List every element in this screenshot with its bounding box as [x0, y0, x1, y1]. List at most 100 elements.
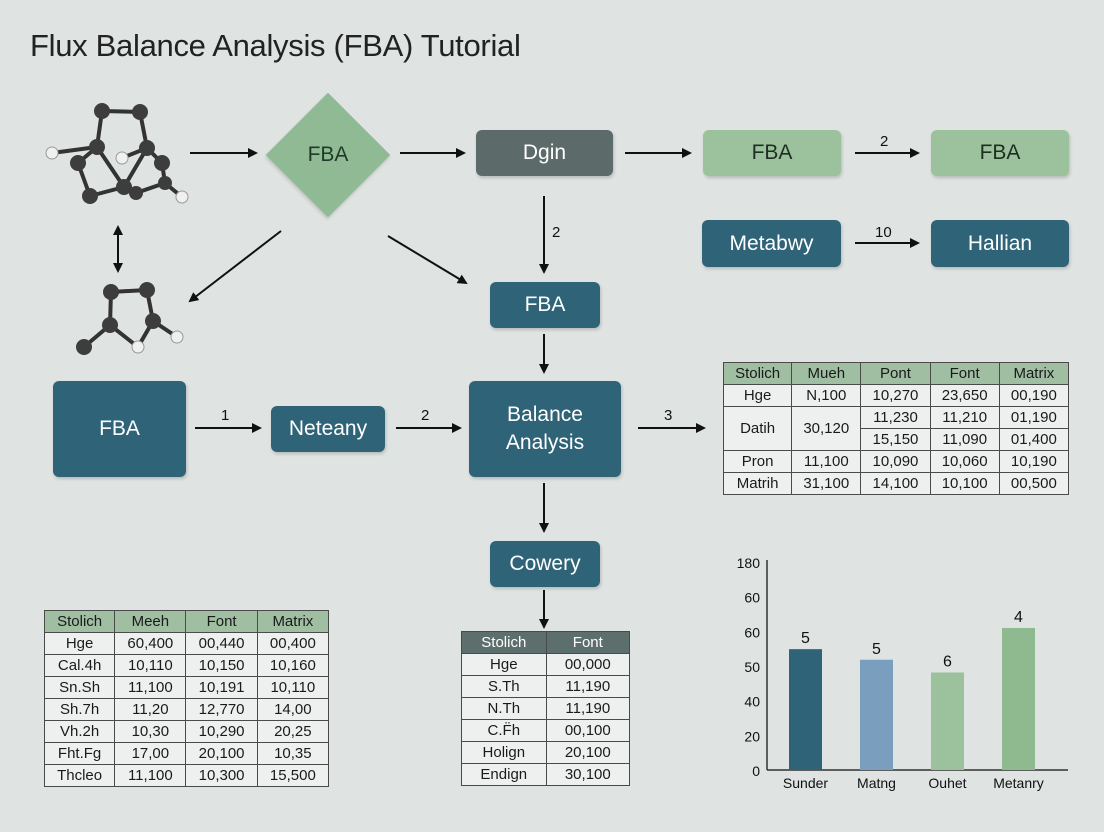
- table-header-row: Stolich Font: [461, 631, 631, 654]
- table-cell: 14,100: [860, 472, 931, 495]
- balance-label-line1: Balance: [507, 403, 583, 426]
- table-cell: 10,100: [929, 472, 1000, 495]
- molecule-atoms-1: [45, 103, 189, 204]
- table-row: Vh.2h 10,30 10,290 20,25: [43, 720, 330, 743]
- page-title: Flux Balance Analysis (FBA) Tutorial: [30, 28, 521, 63]
- table-cell: C.F̈h: [461, 719, 547, 742]
- table-cell: Sn.Sh: [43, 676, 116, 699]
- table-cell: 10,30: [114, 720, 187, 743]
- table-cell: N.Th: [461, 697, 547, 720]
- table-cell: 00,000: [545, 653, 631, 676]
- cowery-node[interactable]: Cowery: [490, 541, 600, 587]
- table-cell: 17,00: [114, 742, 187, 765]
- fba-left-node[interactable]: FBA: [53, 381, 186, 477]
- balance-analysis-node[interactable]: Balance Analysis: [469, 381, 621, 477]
- metabwy-node[interactable]: Metabwy: [702, 220, 841, 267]
- table-header-cell: Matrix: [256, 610, 330, 633]
- table-cell: Vh.2h: [43, 720, 116, 743]
- cowery-label: Cowery: [509, 552, 581, 575]
- table-cell: 11,20: [114, 698, 187, 721]
- table-cell: 14,00: [256, 698, 330, 721]
- table-cell: 11,190: [545, 697, 631, 720]
- fba-node-top-b[interactable]: FBA: [931, 130, 1069, 176]
- dgin-node[interactable]: Dgin: [476, 130, 613, 176]
- table-cell: 10,110: [114, 654, 187, 677]
- data-table-right: Stolich Mueh Pont Font Matrix Hge N,100 …: [722, 362, 1070, 495]
- molecule-atoms-2: [76, 282, 184, 355]
- table-cell: Hge: [43, 632, 116, 655]
- table-cell: 11,100: [114, 676, 187, 699]
- table-cell: Hge: [722, 384, 793, 407]
- table-cell: 10,150: [185, 654, 258, 677]
- hallian-node[interactable]: Hallian: [931, 220, 1069, 267]
- table-cell: Sh.7h: [43, 698, 116, 721]
- table-cell: N,100: [791, 384, 862, 407]
- table-header-row: Stolich Meeh Font Matrix: [43, 610, 330, 633]
- table-header-cell: Mueh: [791, 362, 862, 385]
- table-cell: Hge: [461, 653, 547, 676]
- table-header-cell: Stolich: [43, 610, 116, 633]
- data-table-middle: Stolich Font Hge 00,000 S.Th 11,190 N.Th…: [461, 631, 631, 786]
- table-cell: 01,400: [998, 428, 1070, 451]
- arrow-diamond-to-fba-center: [387, 235, 468, 285]
- dgin-label: Dgin: [522, 141, 567, 164]
- table-row: Hge 00,000: [461, 653, 631, 676]
- table-cell: S.Th: [461, 675, 547, 698]
- table-cell: 20,25: [256, 720, 330, 743]
- table-cell: 12,770: [185, 698, 258, 721]
- table-cell: 10,191: [185, 676, 258, 699]
- edge-label-dgin-fba: 2: [552, 224, 561, 241]
- table-row: Thcleo 11,100 10,300 15,500: [43, 764, 330, 787]
- table-cell: 10,190: [998, 450, 1070, 473]
- fba-node-top-a[interactable]: FBA: [703, 130, 841, 176]
- table-row: Matrih 31,100 14,100 10,100 00,500: [722, 472, 1070, 495]
- edge-label-metabwy-hallian: 10: [875, 224, 892, 241]
- table-cell: 10,110: [256, 676, 330, 699]
- table-row: C.F̈h 00,100: [461, 719, 631, 742]
- table-row: Sh.7h 11,20 12,770 14,00: [43, 698, 330, 721]
- table-cell: 11,190: [545, 675, 631, 698]
- table-cell: 11,090: [929, 428, 1000, 451]
- fba-diamond-node[interactable]: FBA: [265, 92, 391, 218]
- table-cell: 10,35: [256, 742, 330, 765]
- table-header-cell: Stolich: [461, 631, 547, 654]
- fba-diamond-label: FBA: [307, 143, 349, 166]
- table-header-cell: Pont: [860, 362, 931, 385]
- neteany-node[interactable]: Neteany: [271, 406, 385, 452]
- table-header-cell: Meeh: [114, 610, 187, 633]
- fba-center-label: FBA: [524, 293, 566, 316]
- neteany-label: Neteany: [288, 417, 368, 440]
- table-cell: 10,270: [860, 384, 931, 407]
- fba-label-top-b: FBA: [979, 141, 1021, 164]
- edge-label-balance-table: 3: [664, 407, 673, 424]
- table-cell: Fht.Fg: [43, 742, 116, 765]
- table-cell: 10,290: [185, 720, 258, 743]
- table-header-cell: Stolich: [722, 362, 793, 385]
- table-cell: 23,650: [929, 384, 1000, 407]
- table-cell: Thcleo: [43, 764, 116, 787]
- table-header-cell: Font: [185, 610, 258, 633]
- table-row: Hge N,100 10,270 23,650 00,190: [722, 384, 1070, 407]
- table-cell: 20,100: [545, 741, 631, 764]
- table-row: N.Th 11,190: [461, 697, 631, 720]
- table-cell: 00,500: [998, 472, 1070, 495]
- table-row: Holign 20,100: [461, 741, 631, 764]
- table-cell: 15,500: [256, 764, 330, 787]
- fba-label-top-a: FBA: [751, 141, 793, 164]
- table-cell: 01,190: [998, 406, 1070, 429]
- table-header-cell: Font: [545, 631, 631, 654]
- table-row: Datih 30,120 11,230 11,210 01,190: [722, 406, 1070, 451]
- table-header-cell: Matrix: [998, 362, 1070, 385]
- edge-label-fba-neteany: 1: [221, 407, 230, 424]
- table-cell: 31,100: [791, 472, 862, 495]
- table-row: Endign 30,100: [461, 763, 631, 786]
- fba-center-node[interactable]: FBA: [490, 282, 600, 328]
- table-cell: 11,210: [929, 406, 1000, 429]
- table-cell: 10,160: [256, 654, 330, 677]
- table-cell: 11,100: [114, 764, 187, 787]
- table-cell: Datih: [722, 406, 793, 451]
- table-cell: 30,120: [791, 406, 862, 451]
- table-cell: Cal.4h: [43, 654, 116, 677]
